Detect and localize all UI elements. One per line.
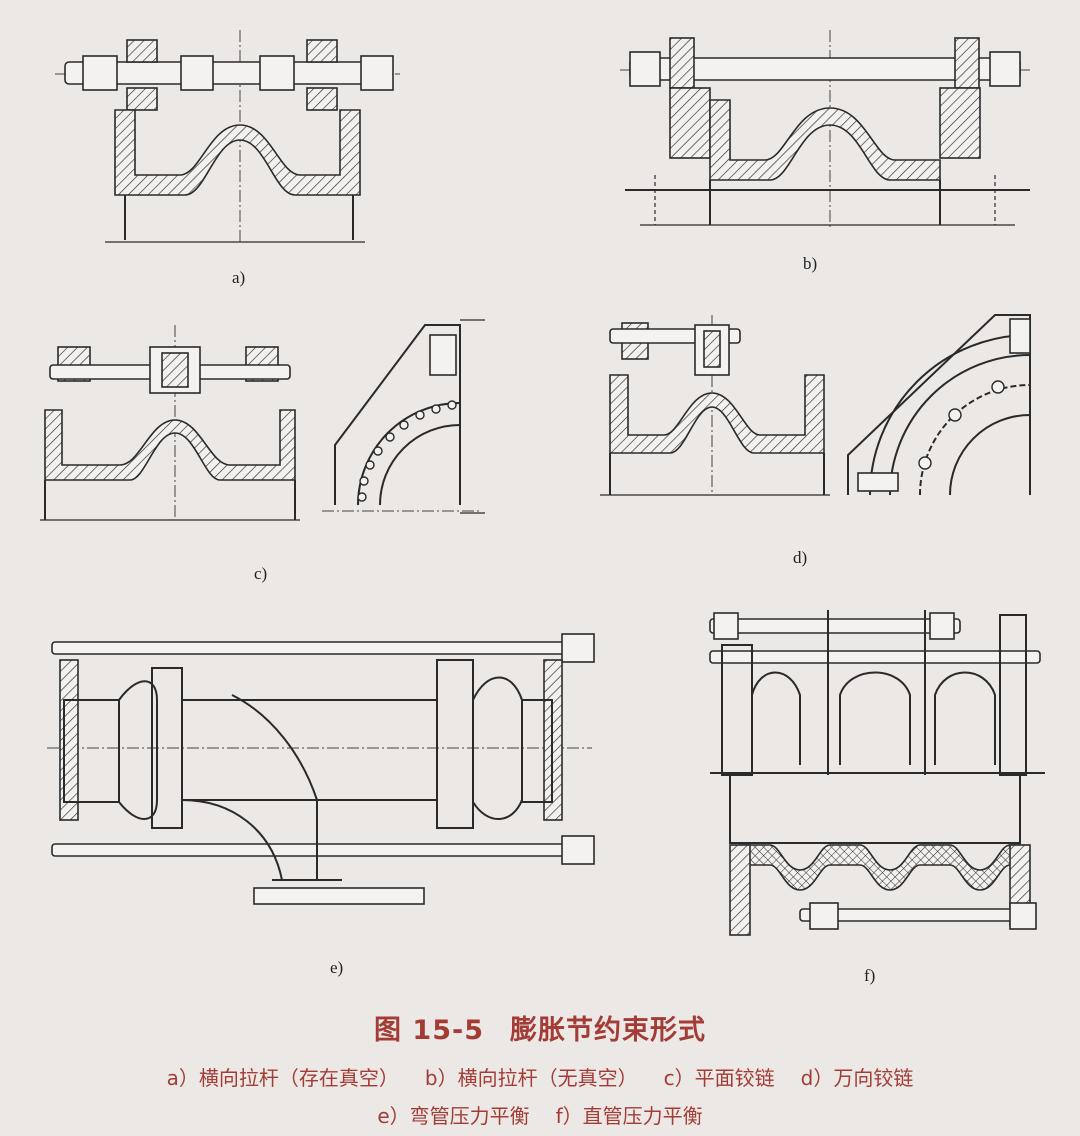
figure-a-label: a) — [232, 268, 246, 287]
figure-d-label: d) — [793, 548, 808, 567]
figure-b-label: b) — [803, 254, 818, 273]
figure-caption-title: 图 15-5 膨胀节约束形式 — [0, 1008, 1080, 1047]
figure-c-label: c) — [254, 564, 268, 583]
figure-c-drawing — [40, 319, 485, 521]
caption-item-f: f）直管压力平衡 — [555, 1104, 703, 1128]
figure-title: 膨胀节约束形式 — [509, 1015, 706, 1046]
caption-item-e: e）弯管压力平衡 — [377, 1104, 530, 1128]
caption-item-c: c）平面铰链 — [663, 1066, 775, 1090]
caption-item-d: d）万向铰链 — [800, 1066, 914, 1090]
caption-item-b: b）横向拉杆（无真空） — [424, 1066, 638, 1090]
figure-f-label: f) — [864, 966, 876, 985]
figure-e-label: e) — [330, 958, 344, 977]
figure-f-drawing — [709, 610, 1045, 936]
caption-line-2: e）弯管压力平衡 f）直管压力平衡 — [0, 1100, 1080, 1129]
caption-line-1: a）横向拉杆（存在真空） b）横向拉杆（无真空） c）平面铰链 d）万向铰链 — [0, 1062, 1080, 1091]
figure-number: 图 15-5 — [374, 1015, 484, 1046]
figure-e-drawing — [47, 633, 595, 905]
figure-b-drawing — [620, 30, 1030, 230]
caption-item-a: a）横向拉杆（存在真空） — [166, 1066, 399, 1090]
figure-a-drawing — [55, 30, 400, 245]
figure-d-drawing — [600, 314, 1031, 496]
